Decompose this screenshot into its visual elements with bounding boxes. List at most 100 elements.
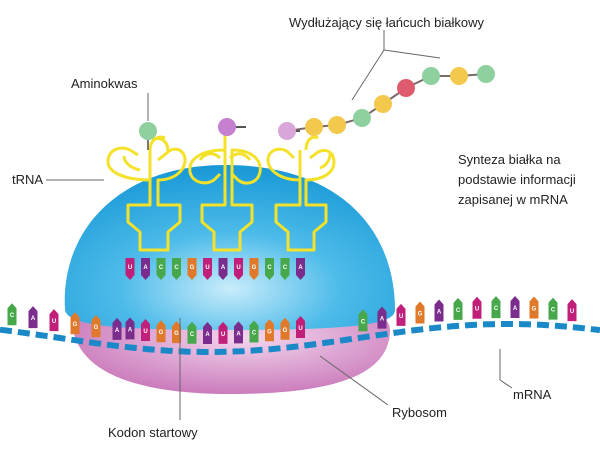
description-line: podstawie informacji	[458, 172, 576, 187]
anticodon-base: C	[280, 258, 290, 280]
nucleotide-letter: C	[456, 308, 461, 314]
anticodon-base: G	[187, 258, 197, 280]
codon-base: U	[141, 318, 150, 341]
nucleotide-letter: U	[52, 319, 56, 325]
ribosome-label: Rybosom	[392, 405, 447, 420]
trna-cloverleaf-left	[106, 135, 187, 252]
growing-peptide-chain	[278, 65, 495, 140]
anticodon-base: U	[203, 258, 212, 280]
nucleotide-letter: G	[190, 265, 195, 271]
trna-cloverleaf-right	[266, 135, 336, 252]
mrna-base: U	[49, 309, 59, 332]
nucleotide-letter: C	[361, 319, 366, 325]
nucleotide-letter: U	[298, 326, 302, 332]
nucleotide-letter: G	[94, 325, 99, 331]
nucleotide-letter: U	[128, 265, 132, 271]
amino-acid-bead	[353, 109, 371, 127]
nucleotide-letter: C	[283, 265, 288, 271]
nucleotide-letter: A	[115, 328, 120, 334]
nucleotide-letter: C	[174, 265, 179, 271]
nucleotide-letter: G	[267, 329, 272, 335]
mrna-base: A	[112, 317, 122, 340]
incoming-amino-acid-bead	[218, 118, 236, 136]
mrna-base: A	[28, 306, 38, 329]
start-codon-label: Kodon startowy	[108, 425, 198, 440]
nucleotide-letter: G	[159, 330, 164, 336]
mrna-strand: C A U G G A C A U G A C U C A G C U	[0, 296, 600, 355]
nucleotide-letter: A	[31, 316, 36, 322]
mrna-base: U	[567, 299, 577, 322]
amino-acid-bead	[139, 122, 157, 140]
codon-base: G	[265, 319, 274, 342]
nucleotide-letter: A	[298, 265, 303, 271]
trna-molecules	[106, 130, 336, 252]
leader-lines	[46, 30, 513, 420]
growing-chain-label: Wydłużający się łańcuch białkowy	[289, 15, 484, 30]
codon-base: G	[172, 321, 181, 344]
nucleotide-letter: A	[221, 265, 226, 271]
codon-base: A	[234, 321, 243, 344]
codon-base: A	[125, 317, 135, 340]
amino-acid-bead	[328, 116, 346, 134]
nucleotide-letter: U	[221, 332, 225, 338]
nucleotide-letter: U	[475, 307, 479, 313]
nucleotide-letter: A	[143, 265, 148, 271]
trna-label: tRNA	[12, 172, 43, 187]
anticodon-base: C	[156, 258, 166, 280]
mrna-base: C	[453, 297, 463, 320]
nucleotide-letter: C	[190, 332, 195, 338]
codon-base: U	[296, 316, 305, 339]
anticodon-base: C	[172, 258, 181, 280]
amino-acid-bead	[374, 95, 392, 113]
mrna-base: U	[396, 303, 406, 326]
nucleotide-letter: U	[143, 329, 147, 335]
anticodon-base: C	[265, 258, 274, 280]
codon-base: G	[280, 317, 290, 340]
anticodon-base: A	[296, 258, 305, 280]
mrna-base: C	[548, 297, 558, 320]
mrna-base: G	[70, 312, 80, 335]
mrna-base: G	[529, 296, 539, 319]
nucleotide-letter: C	[267, 265, 272, 271]
codon-base: C	[249, 320, 259, 343]
amino-acid-bead	[397, 79, 415, 97]
anticodon-base: G	[249, 258, 259, 280]
nucleotide-letter: G	[418, 312, 423, 318]
nucleotide-letter: A	[513, 306, 518, 312]
nucleotide-letter: A	[236, 331, 241, 337]
nucleotide-letter: G	[252, 265, 257, 271]
amino-acid-bead	[278, 122, 296, 140]
mrna-base: C	[358, 309, 368, 332]
description-line: Synteza białka na	[458, 152, 561, 167]
amino-acid-bead	[450, 67, 468, 85]
anticodon-base: U	[234, 258, 243, 280]
nucleotide-letter: A	[128, 327, 133, 333]
amino-acid-bead	[305, 118, 323, 136]
nucleotide-letter: A	[205, 332, 210, 338]
nucleotide-letter: U	[570, 309, 574, 315]
nucleotide-letter: C	[10, 313, 15, 319]
ribosome-large-subunit	[64, 165, 395, 330]
mrna-label: mRNA	[513, 387, 552, 402]
mrna-base: G	[91, 315, 101, 338]
amino-acid-label: Aminokwas	[71, 76, 138, 91]
nucleotide-letter: U	[399, 314, 403, 320]
mrna-base: A	[377, 306, 387, 329]
mrna-base: A	[510, 296, 520, 319]
anticodon-base: U	[125, 258, 135, 280]
mrna-leader-end	[499, 379, 513, 389]
mrna-base: C	[491, 296, 501, 319]
nucleotide-letter: C	[551, 308, 556, 314]
trna-cloverleaf-middle	[188, 130, 262, 252]
nucleotide-letter: C	[252, 330, 257, 336]
nucleotide-letter: G	[283, 328, 288, 334]
nucleotide-letter: G	[174, 331, 179, 337]
mrna-base: C	[7, 303, 17, 326]
codon-base: G	[156, 320, 166, 343]
codon-base: U	[218, 321, 228, 344]
codon-anticodon-pairs: U A C C G U A U G C C A A U G G C A U A C G G U	[125, 258, 305, 344]
mrna-backbone	[0, 321, 600, 355]
amino-acid-bead	[477, 65, 495, 83]
mrna-base: G	[415, 301, 425, 324]
